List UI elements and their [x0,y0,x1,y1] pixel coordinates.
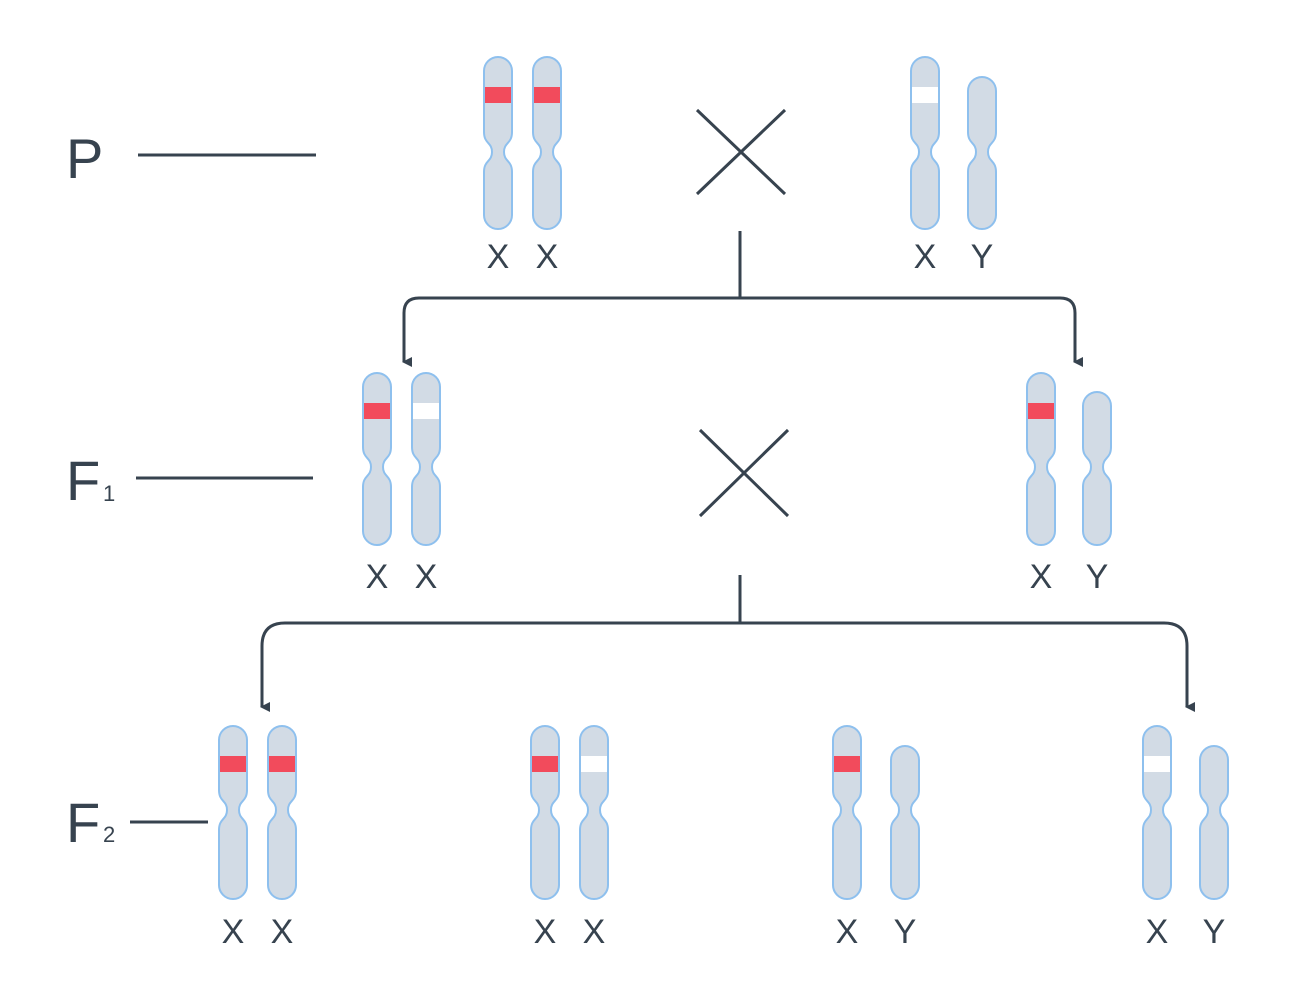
dominant-allele-band [485,87,511,103]
dominant-allele-band [220,756,246,772]
chromosome-x [483,56,513,230]
chromosome-body [967,76,997,230]
chromosome-body [910,56,940,230]
connector-p-to-f1 [402,231,1083,367]
chromosome-label-x: X [536,238,559,276]
generation-letter: P [66,127,103,190]
chromosome-x [532,56,562,230]
chromosome-body [483,56,513,230]
chromosome-x [362,372,392,546]
chromosome-x [579,725,609,900]
chromosome-y [890,745,920,900]
chromosome-body [579,725,609,900]
dominant-allele-band [1028,403,1054,419]
chromosome-body [530,725,560,900]
recessive-allele-band [912,87,938,103]
chromosome-label-x: X [415,558,438,596]
generation-label-f2: F 2 [66,791,208,854]
chromosome-x [218,725,248,900]
chromosome-layer [218,56,1229,900]
chromosome-labels: X X X Y X X X Y X X X X X Y X Y [222,238,1226,951]
dominant-allele-band [532,756,558,772]
chromosome-label-x: X [914,238,937,276]
chromosome-label-x: X [366,558,389,596]
chromosome-label-x: X [487,238,510,276]
chromosome-label-y: Y [971,238,994,276]
chromosome-body [1199,745,1229,900]
chromosome-x [530,725,560,900]
recessive-allele-band [413,403,439,419]
cross-symbol-p [695,108,787,196]
recessive-allele-band [581,756,607,772]
generation-subscript: 2 [103,822,115,847]
chromosome-body [411,372,441,546]
chromosome-body [832,725,862,900]
generation-label-f1: F 1 [66,449,313,512]
chromosome-x [832,725,862,900]
chromosome-label-x: X [583,913,606,951]
generation-letter: F [66,791,100,854]
dominant-allele-band [534,87,560,103]
chromosome-label-x: X [271,913,294,951]
chromosome-label-x: X [1030,558,1053,596]
chromosome-label-y: Y [1086,558,1109,596]
chromosome-body [890,745,920,900]
chromosome-body [1026,372,1056,546]
chromosome-body [1082,391,1112,546]
chromosome-x [267,725,297,900]
chromosome-x [1142,725,1172,900]
dominant-allele-band [834,756,860,772]
chromosome-x [411,372,441,546]
chromosome-label-y: Y [894,913,917,951]
chromosome-body [218,725,248,900]
chromosome-label-x: X [1146,913,1169,951]
chromosome-body [267,725,297,900]
chromosome-x [1026,372,1056,546]
connector-f1-to-f2 [260,575,1195,712]
chromosome-label-x: X [534,913,557,951]
chromosome-body [1142,725,1172,900]
chromosome-body [532,56,562,230]
generation-subscript: 1 [103,481,115,506]
chromosome-y [1199,745,1229,900]
dominant-allele-band [364,403,390,419]
chromosome-y [1082,391,1112,546]
dominant-allele-band [269,756,295,772]
chromosome-y [967,76,997,230]
chromosome-label-x: X [836,913,859,951]
generation-label-p: P [66,127,316,190]
chromosome-label-x: X [222,913,245,951]
generation-letter: F [66,449,100,512]
chromosome-x [910,56,940,230]
recessive-allele-band [1144,756,1170,772]
cross-symbol-f1 [698,428,790,518]
chromosome-body [362,372,392,546]
chromosome-label-y: Y [1203,913,1226,951]
